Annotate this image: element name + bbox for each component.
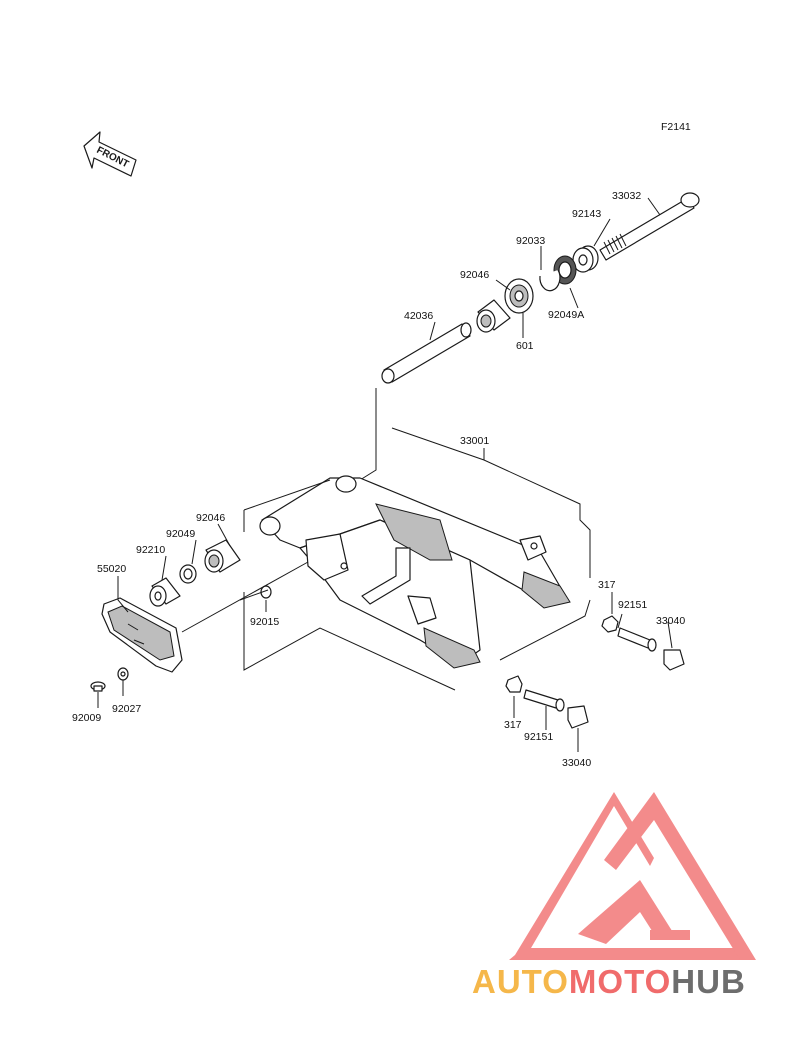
label-317-bottom: 317 bbox=[504, 719, 522, 731]
swingarm-33001 bbox=[259, 475, 571, 669]
label-317-right: 317 bbox=[598, 579, 616, 591]
label-92046-top: 92046 bbox=[460, 269, 489, 281]
end-plate-33040-bottom bbox=[567, 705, 589, 729]
label-92015: 92015 bbox=[250, 616, 279, 628]
pivot-shaft bbox=[599, 192, 700, 261]
front-arrow-icon: FRONT bbox=[83, 131, 137, 177]
adjust-bolt-92151-bottom bbox=[523, 689, 565, 712]
label-33032: 33032 bbox=[612, 190, 641, 202]
collar-92210 bbox=[149, 577, 181, 607]
label-92049A: 92049A bbox=[548, 309, 584, 321]
label-92151-bottom: 92151 bbox=[524, 731, 553, 743]
label-33001: 33001 bbox=[460, 435, 489, 447]
screw-92009 bbox=[90, 681, 106, 692]
label-92143: 92143 bbox=[572, 208, 601, 220]
adjust-bolt-92151-right bbox=[617, 627, 657, 652]
watermark-text-auto: AUTO bbox=[472, 963, 569, 1000]
label-92046-left: 92046 bbox=[196, 512, 225, 524]
needle-bearing-left bbox=[204, 539, 241, 573]
label-92027: 92027 bbox=[112, 703, 141, 715]
nut-317-right bbox=[601, 615, 619, 633]
label-92049: 92049 bbox=[166, 528, 195, 540]
leader-lines-right bbox=[513, 592, 673, 752]
label-92151-right: 92151 bbox=[618, 599, 647, 611]
figure-code: F2141 bbox=[661, 121, 691, 133]
end-plate-33040-right bbox=[663, 649, 685, 671]
label-601: 601 bbox=[516, 340, 534, 352]
seal-92049 bbox=[179, 564, 197, 584]
leader-lines-left bbox=[97, 523, 309, 708]
bearing-601 bbox=[504, 278, 534, 314]
nut-317-bottom bbox=[505, 675, 523, 693]
label-92210: 92210 bbox=[136, 544, 165, 556]
chain-guide-55020 bbox=[101, 597, 183, 673]
watermark-text-hub: HUB bbox=[671, 963, 746, 1000]
needle-bearing-top bbox=[476, 299, 511, 333]
collar-92143 bbox=[572, 245, 599, 273]
label-33040-bottom: 33040 bbox=[562, 757, 591, 769]
label-55020: 55020 bbox=[97, 563, 126, 575]
circlip-92033 bbox=[539, 269, 561, 292]
watermark-logo-icon bbox=[509, 792, 756, 960]
label-42036: 42036 bbox=[404, 310, 433, 322]
watermark-text-moto: MOTO bbox=[568, 963, 672, 1000]
label-92033: 92033 bbox=[516, 235, 545, 247]
sleeve-42036 bbox=[381, 322, 472, 384]
label-92009: 92009 bbox=[72, 712, 101, 724]
label-33040-right: 33040 bbox=[656, 615, 685, 627]
watermark-text: AUTOMOTOHUB bbox=[472, 962, 746, 1002]
leader-lines-top bbox=[359, 197, 661, 481]
washer-92027 bbox=[117, 667, 129, 681]
swingarm-bracket-lines bbox=[243, 427, 591, 691]
